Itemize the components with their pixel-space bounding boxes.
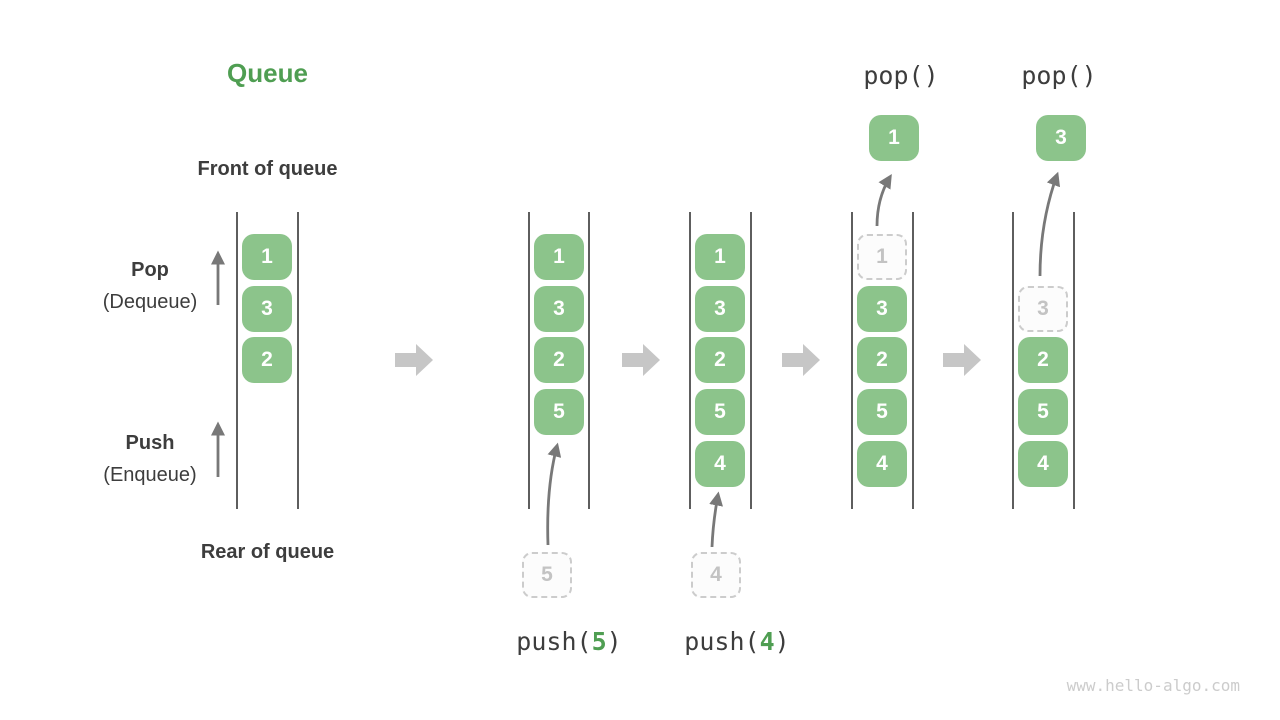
- front-of-queue-label: Front of queue: [197, 158, 338, 180]
- queue-cell: 5: [857, 389, 907, 435]
- queue-cell: 5: [695, 389, 745, 435]
- queue-cell: 5: [1018, 389, 1068, 435]
- push-side-label: Push (Enqueue): [70, 432, 230, 487]
- push-operation-label: push(5): [499, 627, 639, 656]
- push4-arrow-icon: [709, 491, 723, 548]
- queue-walls: [236, 212, 1075, 509]
- queue-cell: 1: [242, 234, 292, 280]
- queue-cell: 1: [857, 234, 907, 280]
- queue-cell: 5: [534, 389, 584, 435]
- queue-cell: 2: [1018, 337, 1068, 383]
- queue-cell: 2: [695, 337, 745, 383]
- queue-cell: 1: [695, 234, 745, 280]
- transition-arrow-icon: [943, 344, 981, 376]
- pop-side-label: Pop (Dequeue): [70, 259, 230, 314]
- queue-cell: 3: [857, 286, 907, 332]
- queue-cell: 3: [242, 286, 292, 332]
- queue-cell: 2: [242, 337, 292, 383]
- queue-cell: 4: [695, 441, 745, 487]
- queue-cell: 4: [857, 441, 907, 487]
- op-suffix: ): [774, 627, 790, 656]
- push5-arrow-icon: [546, 442, 562, 546]
- pop-operation-label: pop(): [1021, 61, 1097, 90]
- transition-arrow-icon: [622, 344, 660, 376]
- queue-cell: 1: [534, 234, 584, 280]
- pop3-arrow-icon: [1038, 171, 1061, 277]
- pop-operation-label: pop(): [863, 61, 939, 90]
- op-prefix: push(: [684, 627, 760, 656]
- queue-cell: 2: [857, 337, 907, 383]
- queue-cell: 2: [534, 337, 584, 383]
- transition-arrow-icon: [395, 344, 433, 376]
- op-argument: 5: [591, 627, 607, 656]
- popped-cell: 3: [1036, 115, 1086, 161]
- op-prefix: push(: [516, 627, 592, 656]
- dequeue-label: (Dequeue): [102, 291, 198, 313]
- transition-arrows: [395, 344, 981, 376]
- queue-cell: 3: [695, 286, 745, 332]
- queue-cell: 3: [1018, 286, 1068, 332]
- diagram-title: Queue: [227, 58, 308, 88]
- queue-cell: 3: [534, 286, 584, 332]
- pending-push-cell: 5: [522, 552, 572, 598]
- pop1-arrow-icon: [875, 174, 892, 227]
- rear-of-queue-label: Rear of queue: [200, 541, 335, 563]
- op-argument: 4: [759, 627, 775, 656]
- push-operation-label: push(4): [667, 627, 807, 656]
- pending-push-cell: 4: [691, 552, 741, 598]
- queue-cell: 4: [1018, 441, 1068, 487]
- op-suffix: ): [606, 627, 622, 656]
- watermark: www.hello-algo.com: [1066, 676, 1240, 695]
- pop-label: Pop: [131, 259, 169, 281]
- popped-cell: 1: [869, 115, 919, 161]
- flow-arrows: [211, 171, 1061, 548]
- enqueue-label: (Enqueue): [103, 464, 197, 486]
- transition-arrow-icon: [782, 344, 820, 376]
- push-label: Push: [125, 432, 175, 454]
